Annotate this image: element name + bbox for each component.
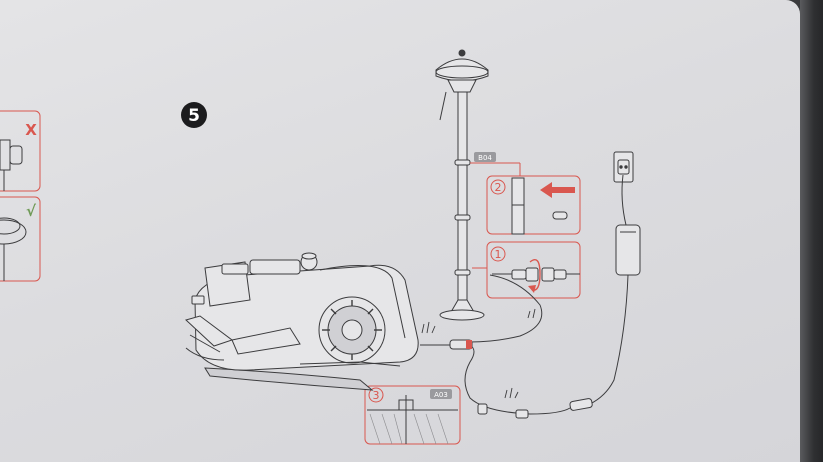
power-outlet-icon [613,151,634,183]
left-arrow-icon [540,182,575,198]
cables [405,274,571,440]
robot-mower [185,252,419,391]
callout-2: B04 2 [470,152,581,235]
svg-text:3: 3 [373,389,380,402]
wrong-example-panel [0,110,41,192]
manual-page: 5 X √ B04 2 [0,0,800,462]
right-mark: √ [26,202,37,220]
svg-text:2: 2 [495,181,502,194]
wrong-example-drawing [0,139,23,191]
rtk-antenna [435,49,489,121]
right-example-panel [0,196,41,282]
installation-diagram: 5 X √ B04 2 [0,49,641,445]
page-edge [800,0,823,462]
cable-connector [449,339,529,419]
wrong-mark: X [25,121,37,139]
callout-1: 1 [472,241,581,299]
power-adapter [569,174,641,411]
svg-text:1: 1 [495,248,502,261]
antenna-pole [439,91,485,321]
tag-a03 [430,389,452,399]
step-number: 5 [188,106,200,126]
svg-text:B04: B04 [478,154,492,162]
step-badge: 5 [181,102,207,128]
svg-text:A03: A03 [434,391,448,399]
grass-icon [421,308,536,399]
callout-3: 3 A03 [364,385,461,445]
right-example-drawing [0,217,27,281]
rotate-arrow-icon [529,259,541,291]
tag-b04 [474,152,496,162]
